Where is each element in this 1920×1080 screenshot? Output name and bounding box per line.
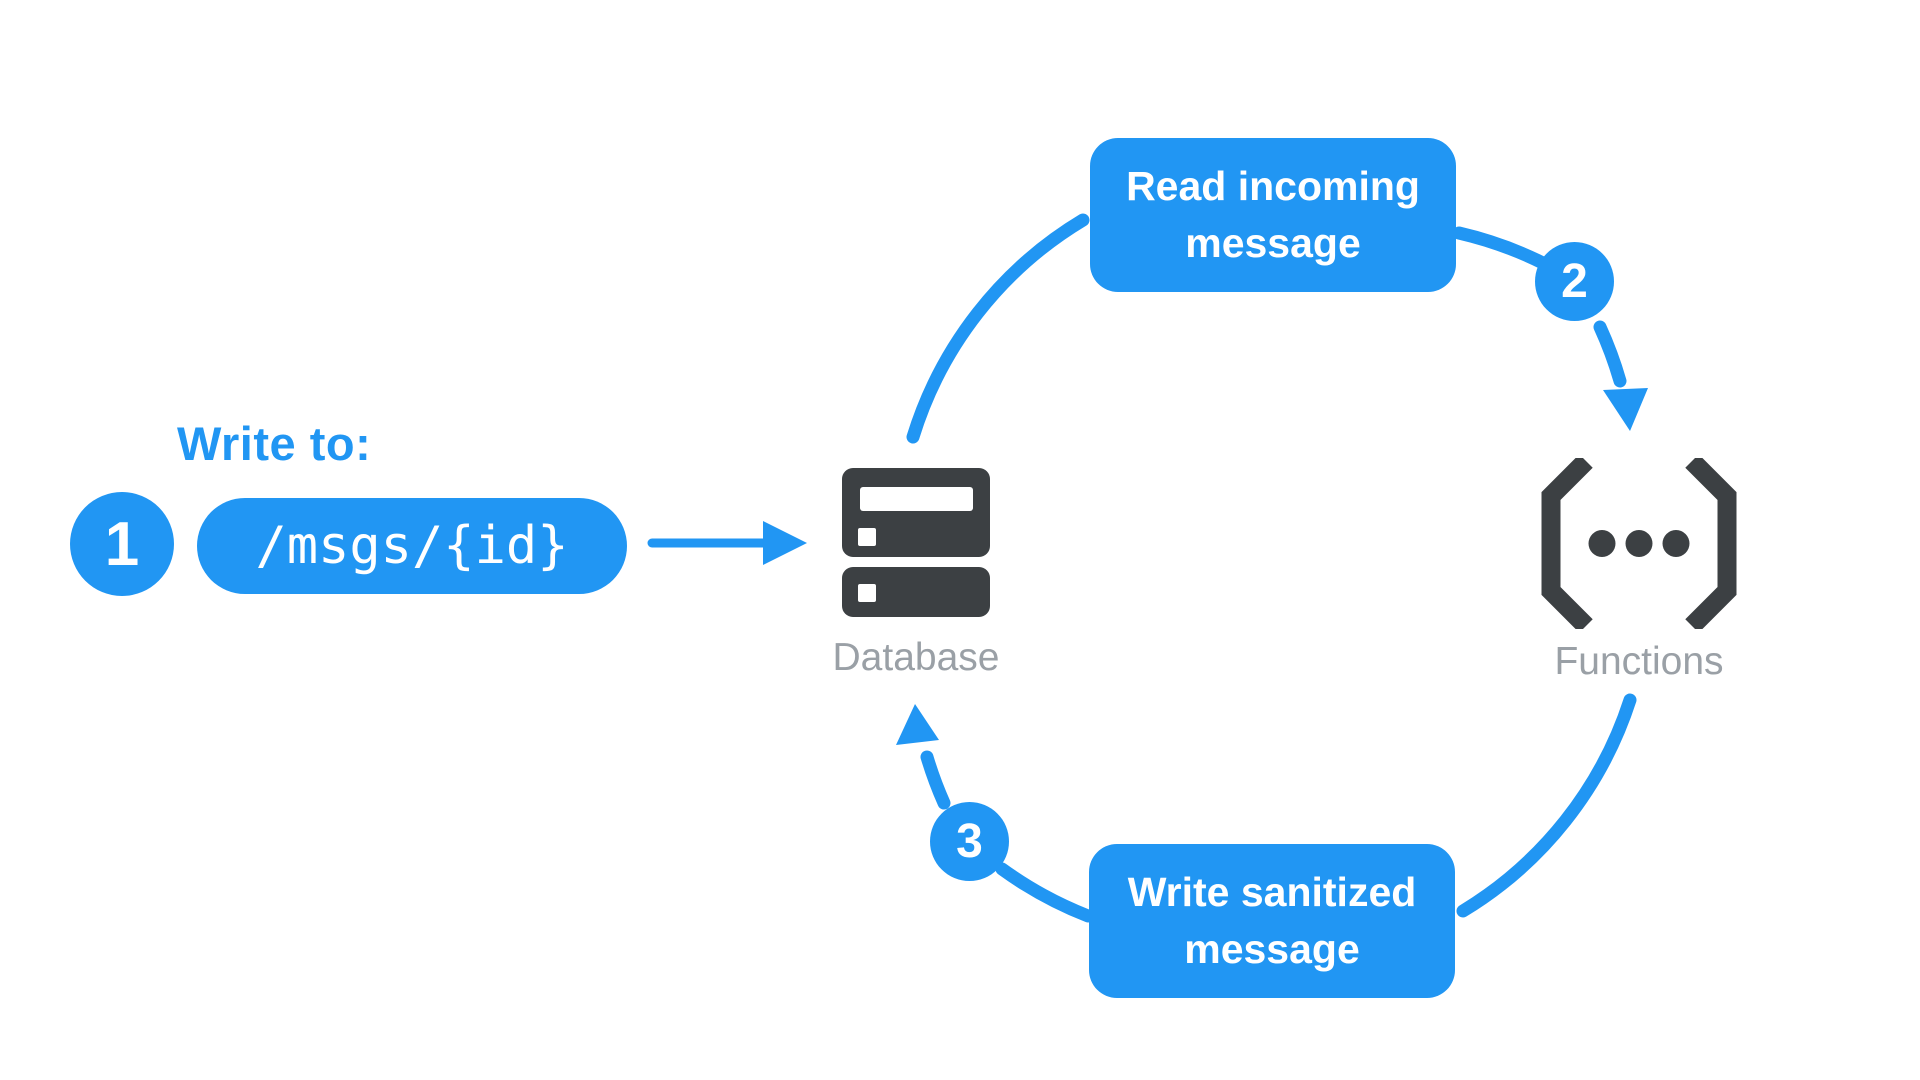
arc-functions-to-write [1456,693,1637,918]
step-2-badge: 2 [1535,242,1614,321]
database-label: Database [832,636,1000,679]
write-to-heading: Write to: [177,417,372,470]
arc-badge2-to-functions [1593,320,1627,388]
write-message-pill: Write sanitized message [1089,844,1455,998]
functions-icon [1540,454,1738,634]
read-message-pill: Read incoming message [1090,138,1456,292]
database-icon [842,468,990,623]
functions-label: Functions [1554,640,1724,683]
step-1-badge: 1 [70,492,174,596]
arc-write-to-badge3 [995,862,1095,923]
arrowhead-into-functions [1603,388,1648,431]
database-path-pill: /msgs/{id} [197,498,627,594]
arc-badge3-to-database [920,750,951,810]
step-3-badge: 3 [930,802,1009,881]
arrowhead-into-database [896,704,939,745]
arrowhead-path-to-database [763,521,807,565]
arc-database-to-read [906,213,1090,444]
